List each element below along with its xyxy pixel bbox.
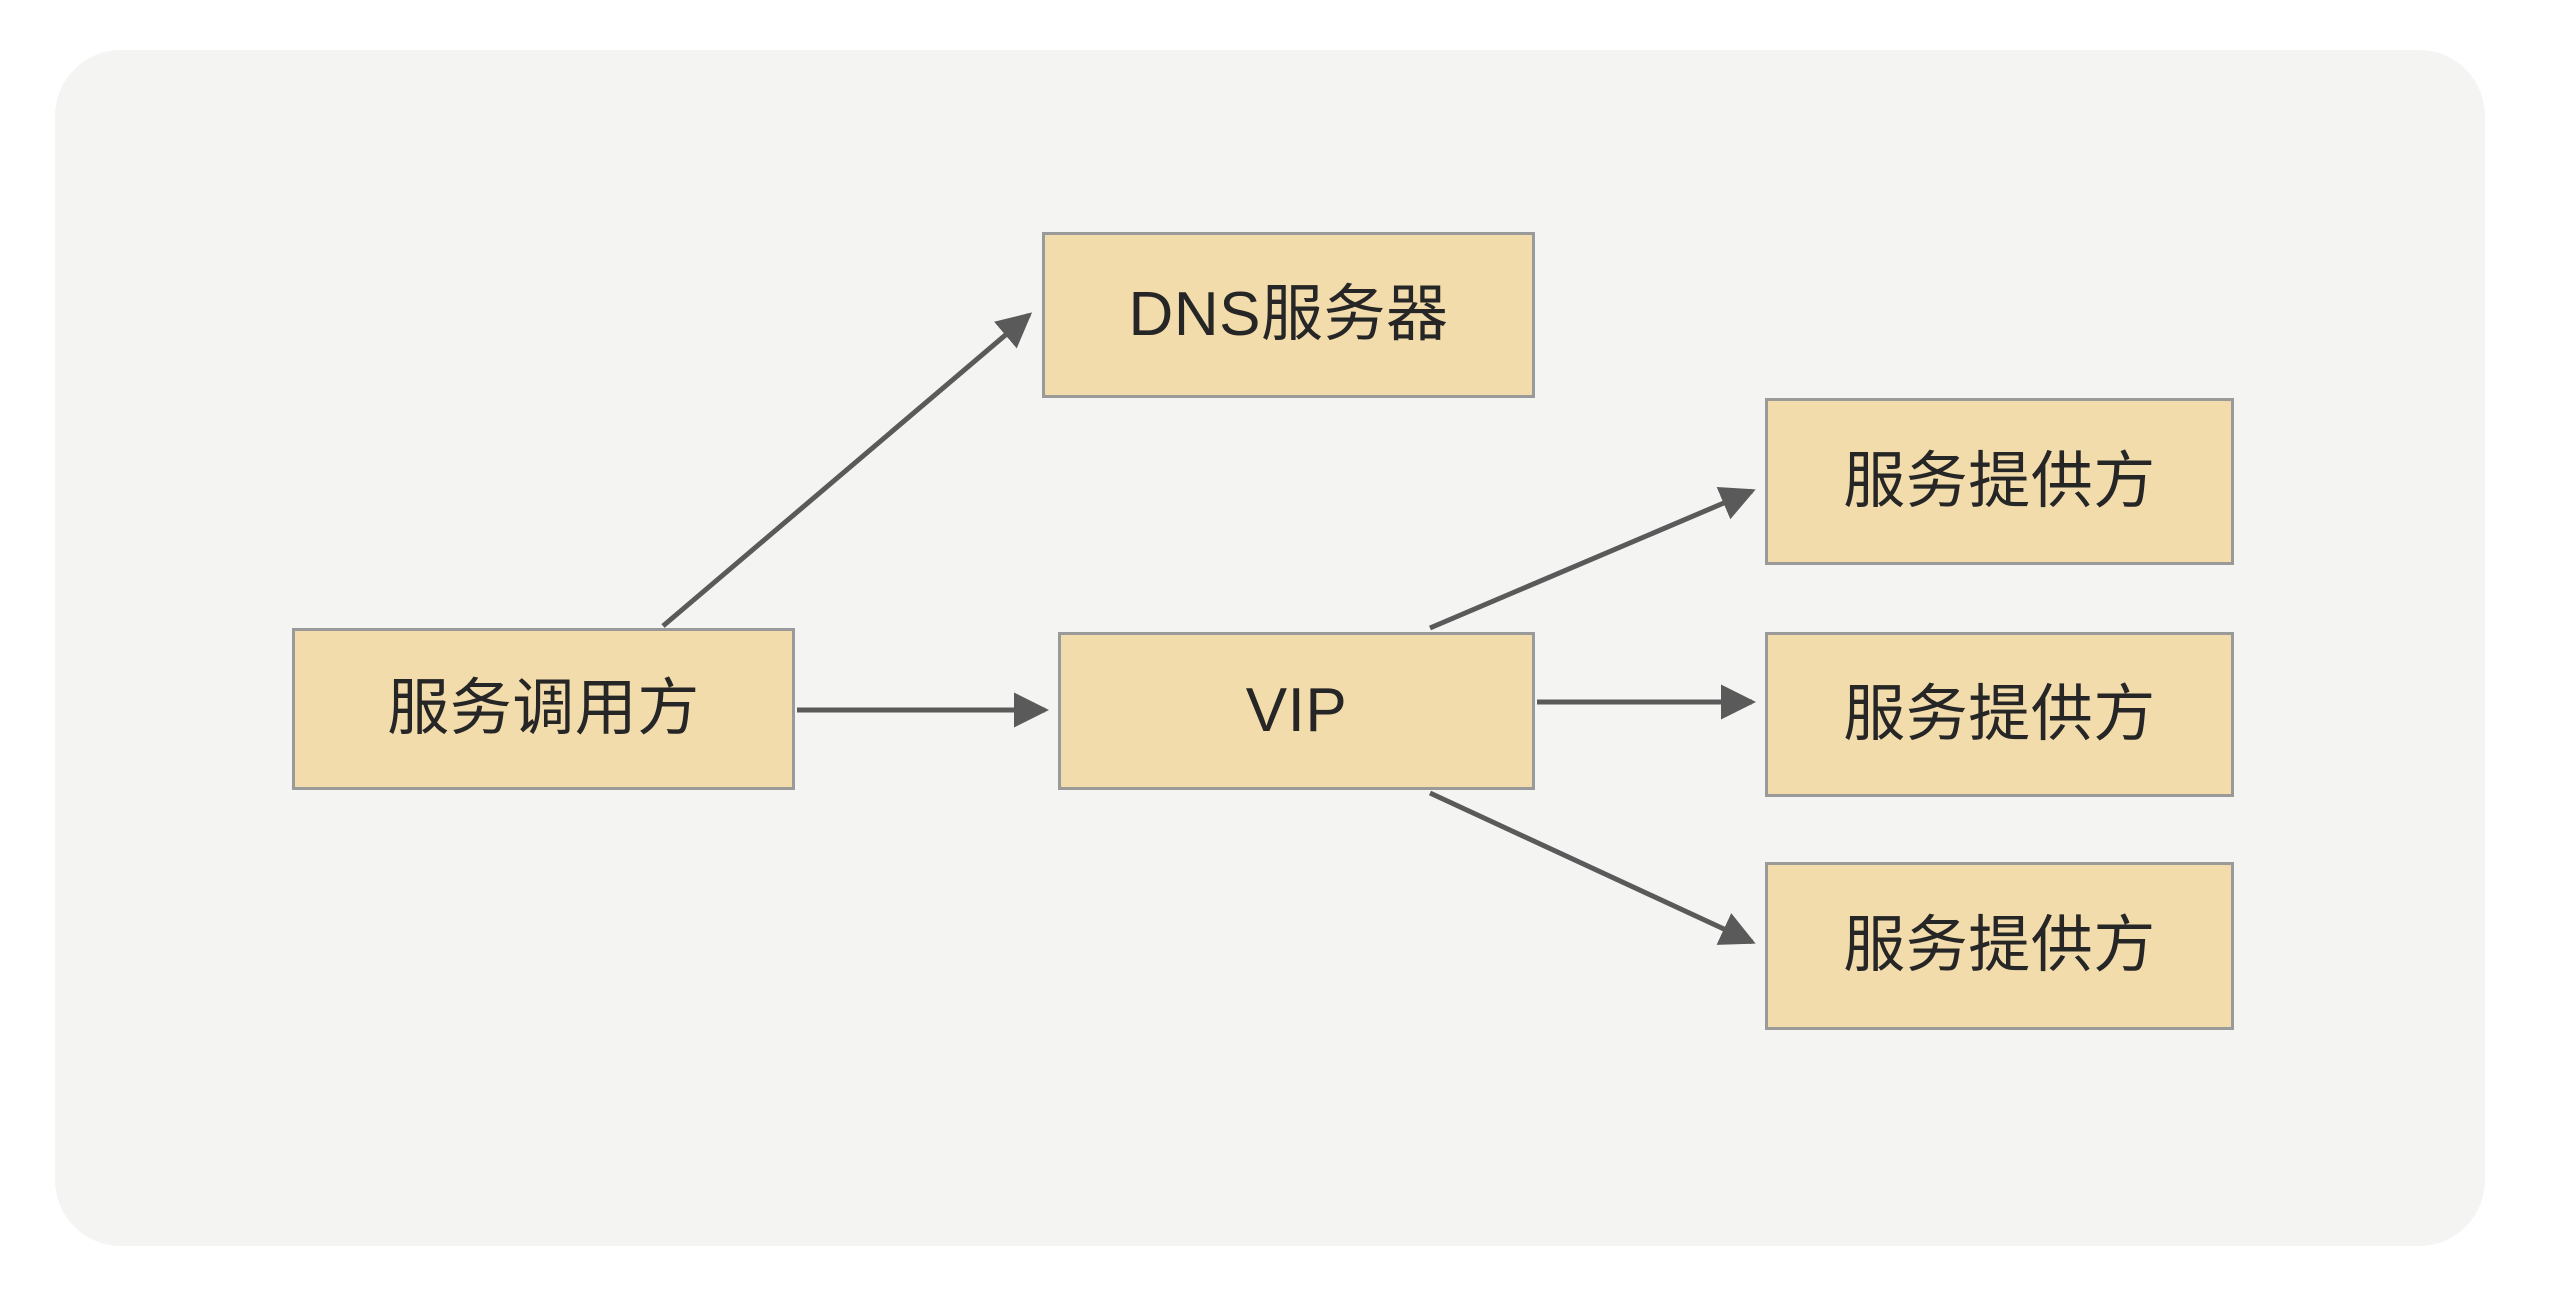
node-vip[interactable]: VIP bbox=[1058, 632, 1535, 790]
node-service-provider-1[interactable]: 服务提供方 bbox=[1765, 398, 2234, 565]
node-label-service-provider-1: 服务提供方 bbox=[1843, 446, 2156, 516]
node-service-provider-3[interactable]: 服务提供方 bbox=[1765, 862, 2234, 1030]
node-dns-server[interactable]: DNS服务器 bbox=[1042, 232, 1535, 398]
node-label-vip: VIP bbox=[1245, 676, 1348, 745]
node-label-service-provider-3: 服务提供方 bbox=[1843, 911, 2156, 980]
node-label-dns-server: DNS服务器 bbox=[1128, 280, 1449, 349]
node-service-caller[interactable]: 服务调用方 bbox=[292, 628, 795, 790]
node-service-provider-2[interactable]: 服务提供方 bbox=[1765, 632, 2234, 797]
node-label-service-caller: 服务调用方 bbox=[387, 674, 700, 743]
node-label-service-provider-2: 服务提供方 bbox=[1843, 679, 2156, 749]
